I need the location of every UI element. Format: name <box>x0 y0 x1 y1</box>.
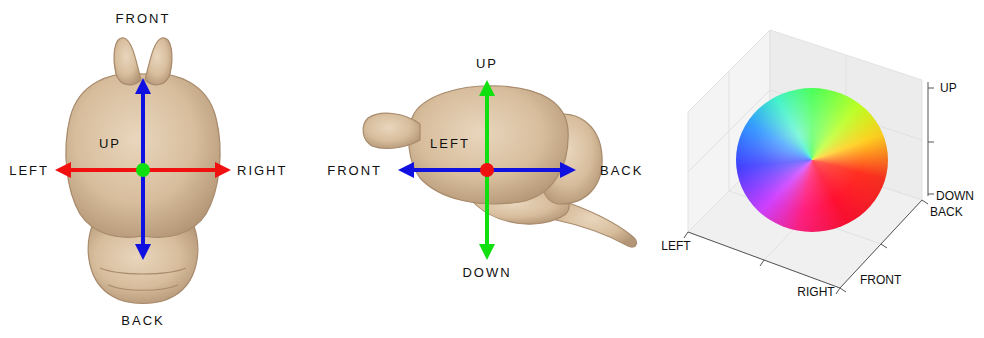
axis-label: FRONT <box>327 164 382 177</box>
axis-label: UP <box>99 137 121 150</box>
axis-label: LEFT <box>9 164 49 177</box>
color-sphere <box>736 88 888 232</box>
axis-label: FRONT <box>860 274 901 286</box>
axis-label: BACK <box>121 314 164 327</box>
axis-label: FRONT <box>116 12 171 25</box>
axis-label: DOWN <box>936 190 974 202</box>
axis-label: RIGHT <box>237 164 287 177</box>
axis-label: BACK <box>930 206 963 218</box>
axis-label: DOWN <box>462 266 511 279</box>
brain-side-view <box>363 86 636 247</box>
axes-box <box>684 30 934 294</box>
axis-label: LEFT <box>430 137 470 150</box>
axis-label: LEFT <box>661 240 690 252</box>
axis-label: UP <box>476 57 498 70</box>
axis-label: BACK <box>600 164 643 177</box>
brain-top-view <box>66 38 220 304</box>
axis-label: UP <box>940 82 957 94</box>
axis-label: RIGHT <box>797 286 834 298</box>
